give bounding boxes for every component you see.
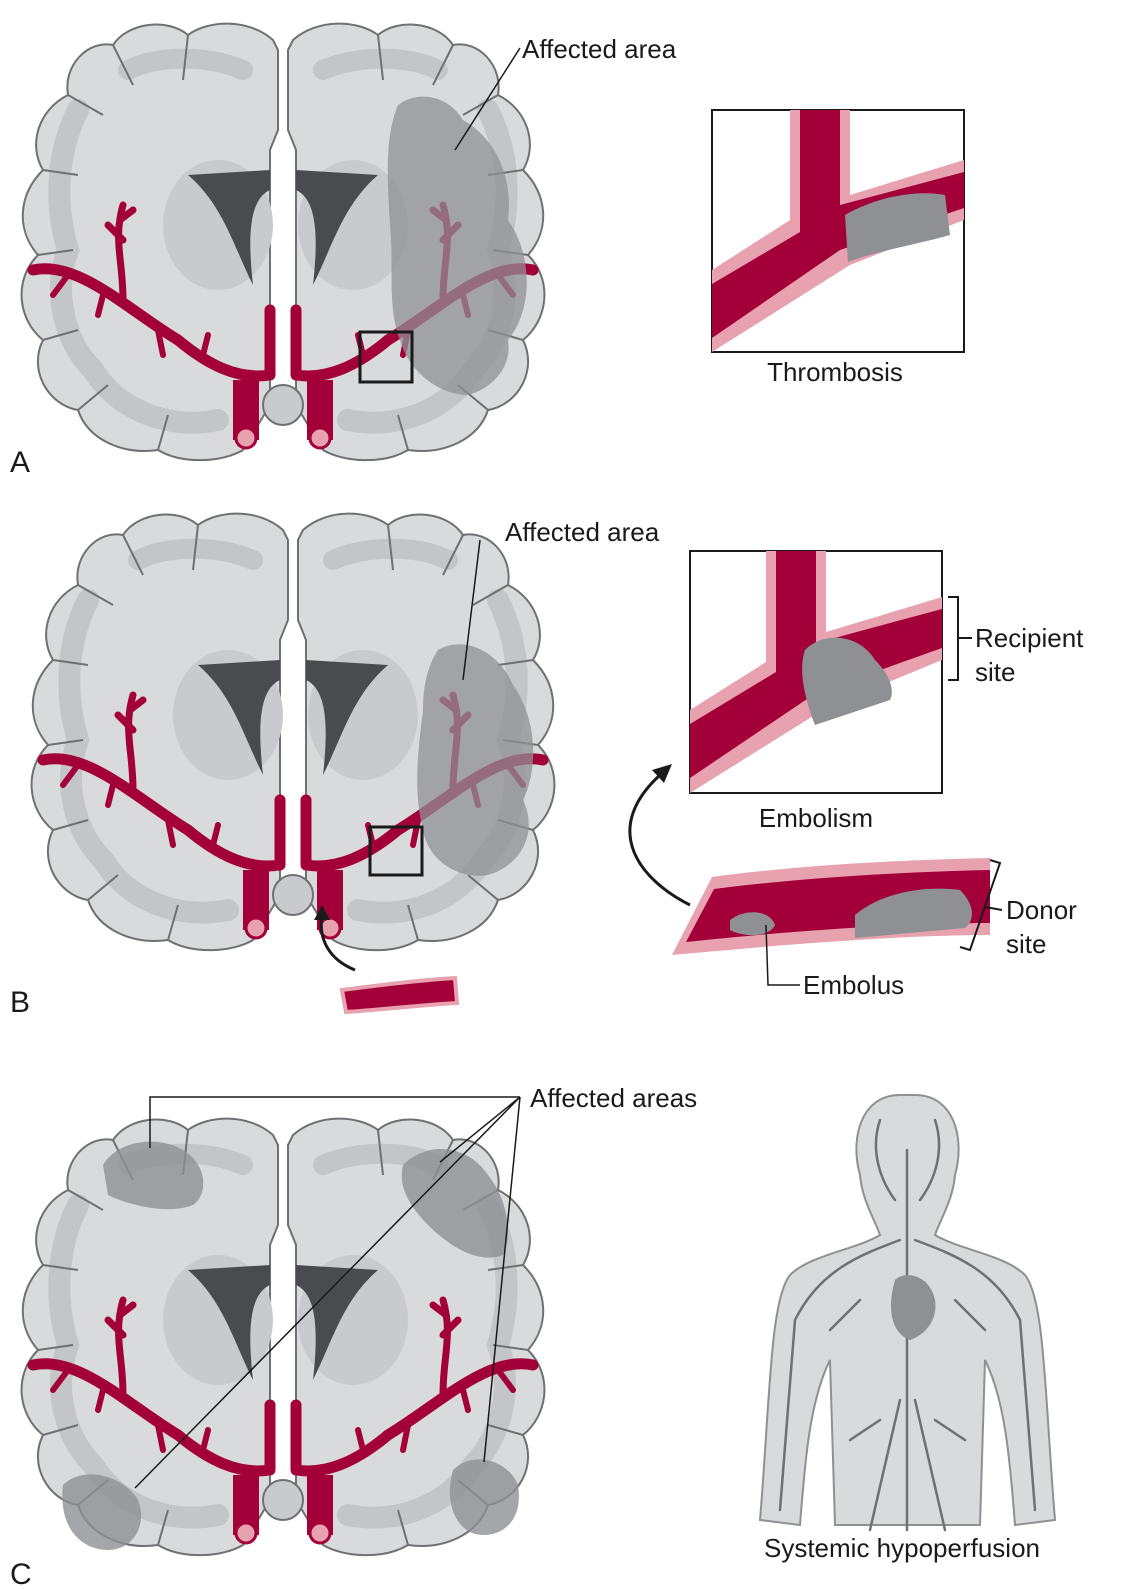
panel-letter-b: B	[10, 986, 30, 1019]
affected-area-label-a: Affected area	[522, 34, 677, 64]
embolus-label: Embolus	[803, 970, 904, 1000]
affected-areas-label: Affected areas	[530, 1083, 697, 1113]
body-silhouette	[760, 1095, 1055, 1530]
embolus-travel-arrow	[630, 775, 690, 905]
embolism-caption: Embolism	[759, 803, 873, 833]
donor-vessel	[672, 858, 990, 955]
systemic-hypoperfusion-caption: Systemic hypoperfusion	[764, 1533, 1040, 1563]
recipient-bracket	[948, 597, 972, 680]
thrombosis-inset	[712, 110, 964, 352]
brain-section-a	[22, 24, 545, 461]
thrombosis-caption: Thrombosis	[767, 357, 903, 387]
embolism-inset	[690, 551, 942, 793]
panel-letter-c: C	[10, 1558, 32, 1589]
donor-label-2: site	[1006, 929, 1046, 959]
panel-b: Affected area Recipient site Embolism Do…	[10, 514, 1084, 1019]
donor-label: Donor	[1006, 895, 1077, 925]
panel-a: Affected area Thrombosis A	[10, 24, 964, 479]
affected-area-label-b: Affected area	[505, 517, 660, 547]
recipient-label: Recipient	[975, 623, 1084, 653]
small-donor-vessel	[342, 978, 457, 1012]
panel-c: Affected areas Systemic hypoperfusion C	[10, 1083, 1055, 1589]
panel-letter-a: A	[10, 446, 30, 479]
recipient-label-2: site	[975, 657, 1015, 687]
